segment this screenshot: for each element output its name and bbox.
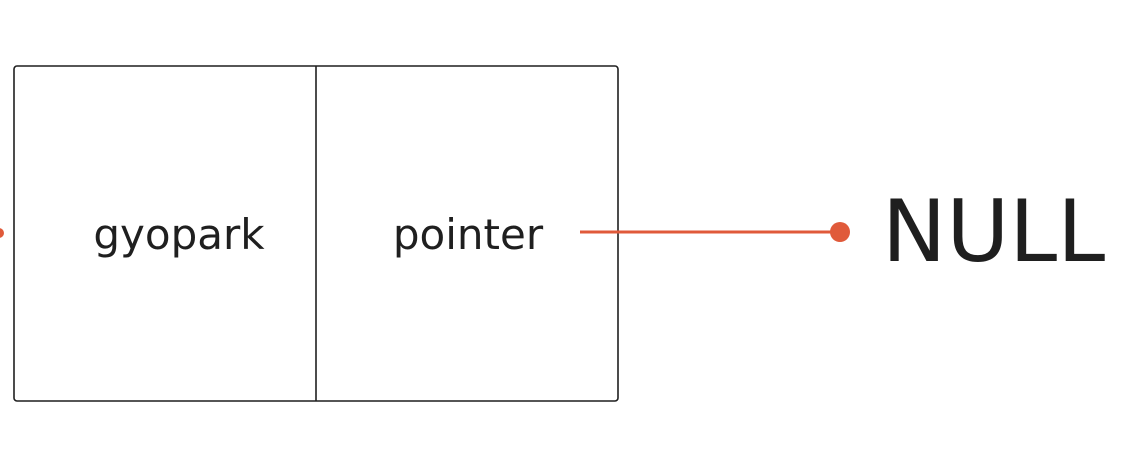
- node-pointer-label: pointer: [393, 210, 544, 259]
- null-terminal-label: NULL: [882, 182, 1105, 282]
- incoming-arrow-tip: [0, 228, 4, 238]
- node-data-label: gyopark: [93, 210, 265, 259]
- pointer-arrow-head: [830, 222, 850, 242]
